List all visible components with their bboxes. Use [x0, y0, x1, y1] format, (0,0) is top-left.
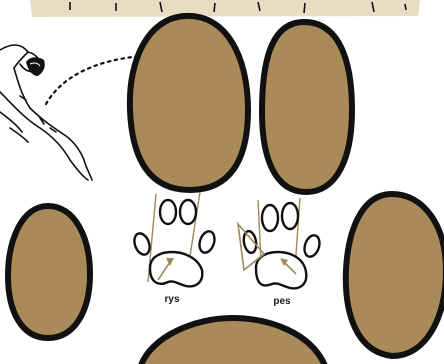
track-rys: [132, 192, 217, 286]
track-pes: [238, 198, 322, 288]
track-label-rys: rys: [152, 294, 192, 306]
pad-bottom-left: [8, 206, 90, 338]
top-banner: [30, 0, 420, 17]
track-label-pes: pes: [262, 296, 302, 308]
dog-nose-icon: [26, 57, 45, 76]
pad-top-left: [130, 16, 248, 190]
dog-sketch: [0, 45, 92, 180]
pad-right: [346, 194, 444, 356]
pad-bottom-center: [140, 318, 326, 364]
pad-top-right: [262, 22, 352, 192]
